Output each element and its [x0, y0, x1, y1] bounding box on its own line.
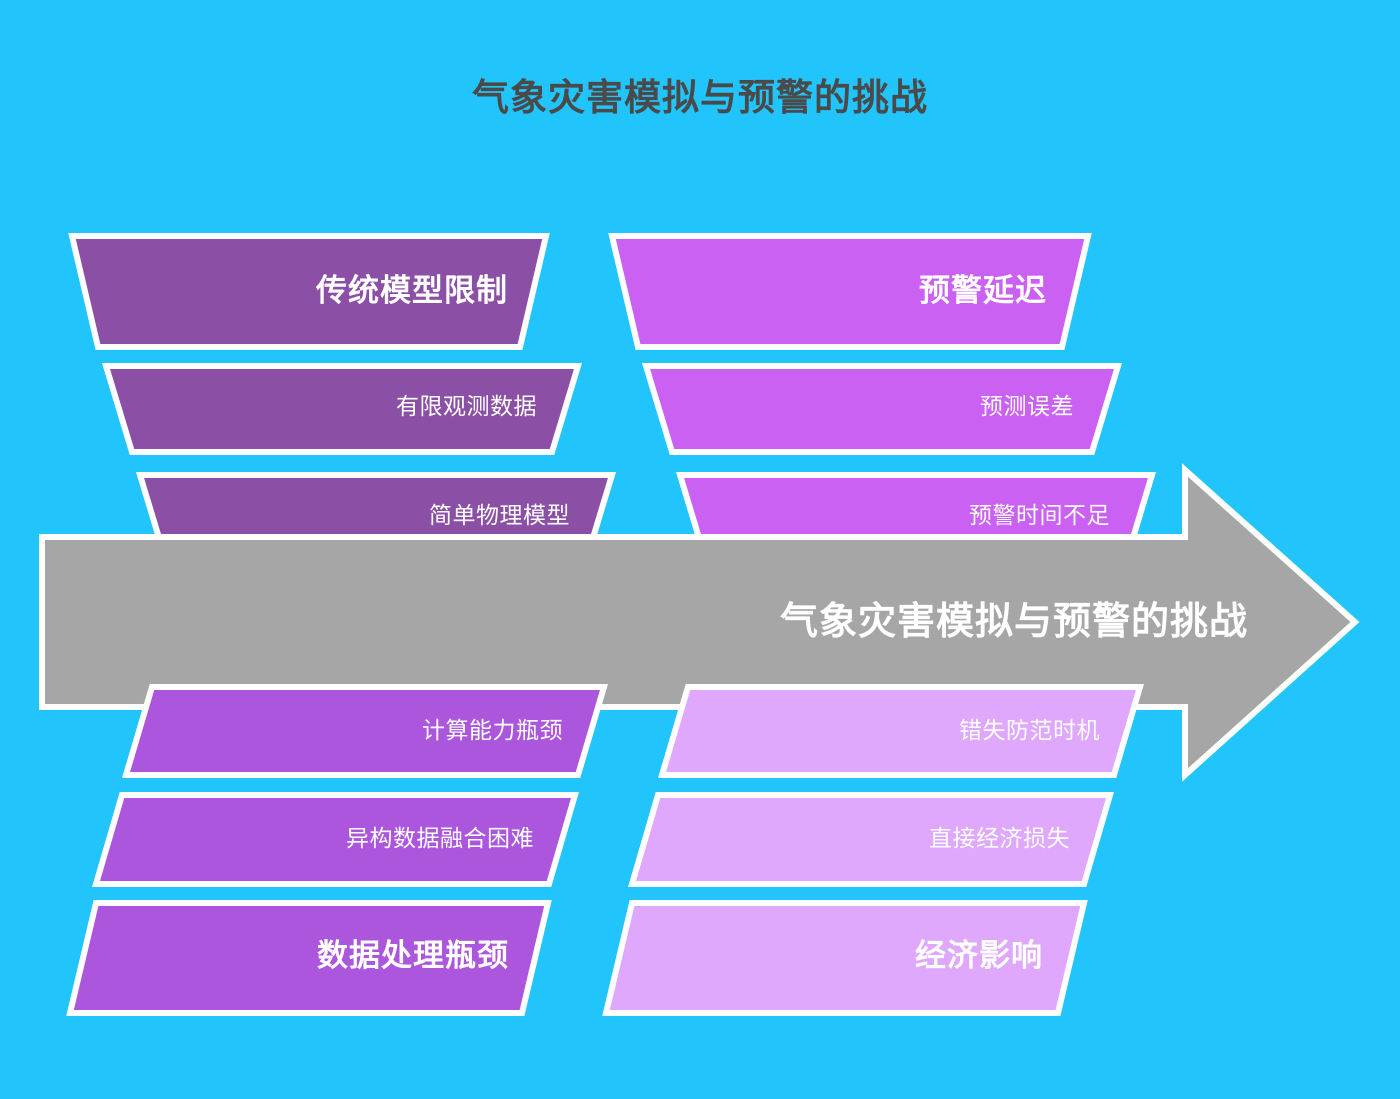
bar-shape-tl-2[interactable]: [101, 363, 583, 455]
bar-label-bl-3: 数据处理瓶颈: [317, 938, 509, 973]
bar-label-bl-1: 计算能力瓶颈: [422, 717, 563, 743]
bar-bl-3[interactable]: 数据处理瓶颈: [66, 900, 552, 1016]
bar-label-tr-1: 预警延迟: [919, 273, 1047, 308]
bar-shape-br-1[interactable]: [657, 684, 1145, 778]
bar-label-tl-2: 有限观测数据: [396, 393, 537, 419]
bar-label-tl-1: 传统模型限制: [315, 273, 508, 308]
bar-bl-1[interactable]: 计算能力瓶颈: [121, 684, 609, 778]
bar-label-tr-3: 预警时间不足: [969, 502, 1110, 528]
bar-label-br-1: 错失防范时机: [959, 717, 1100, 743]
bar-shape-tr-2[interactable]: [641, 363, 1123, 455]
bar-shape-br-2[interactable]: [627, 792, 1115, 887]
arrow-label: 气象灾害模拟与预警的挑战: [780, 601, 1248, 643]
bar-bl-2[interactable]: 异构数据融合困难: [91, 792, 580, 887]
page-title: 气象灾害模拟与预警的挑战: [472, 77, 928, 118]
bar-group-bottom-left: 计算能力瓶颈 异构数据融合困难 数据处理瓶颈: [66, 684, 609, 1016]
bar-label-tl-3: 简单物理模型: [429, 502, 570, 528]
bar-group-top-left: 传统模型限制 有限观测数据 简单物理模型: [68, 233, 617, 564]
bar-label-br-3: 经济影响: [915, 938, 1043, 973]
bar-group-top-right: 预警延迟 预测误差 预警时间不足: [608, 233, 1157, 564]
bar-tl-1[interactable]: 传统模型限制: [68, 233, 550, 350]
bar-shape-bl-3[interactable]: [66, 900, 552, 1016]
bar-shape-tr-1[interactable]: [608, 233, 1092, 350]
bar-tr-2[interactable]: 预测误差: [641, 363, 1123, 455]
bar-br-2[interactable]: 直接经济损失: [627, 792, 1115, 887]
bar-tr-1[interactable]: 预警延迟: [608, 233, 1092, 350]
bar-group-bottom-right: 错失防范时机 直接经济损失 经济影响: [602, 684, 1145, 1016]
bar-br-3[interactable]: 经济影响: [602, 900, 1088, 1016]
bar-label-bl-2: 异构数据融合困难: [346, 825, 534, 851]
bar-br-1[interactable]: 错失防范时机: [657, 684, 1145, 778]
bar-label-tr-2: 预测误差: [980, 393, 1074, 419]
bar-shape-bl-2[interactable]: [91, 792, 580, 887]
bar-shape-br-3[interactable]: [602, 900, 1088, 1016]
bar-shape-bl-1[interactable]: [121, 684, 609, 778]
bar-shape-tl-1[interactable]: [68, 233, 550, 350]
bar-tl-2[interactable]: 有限观测数据: [101, 363, 583, 455]
bar-label-br-2: 直接经济损失: [929, 825, 1070, 851]
